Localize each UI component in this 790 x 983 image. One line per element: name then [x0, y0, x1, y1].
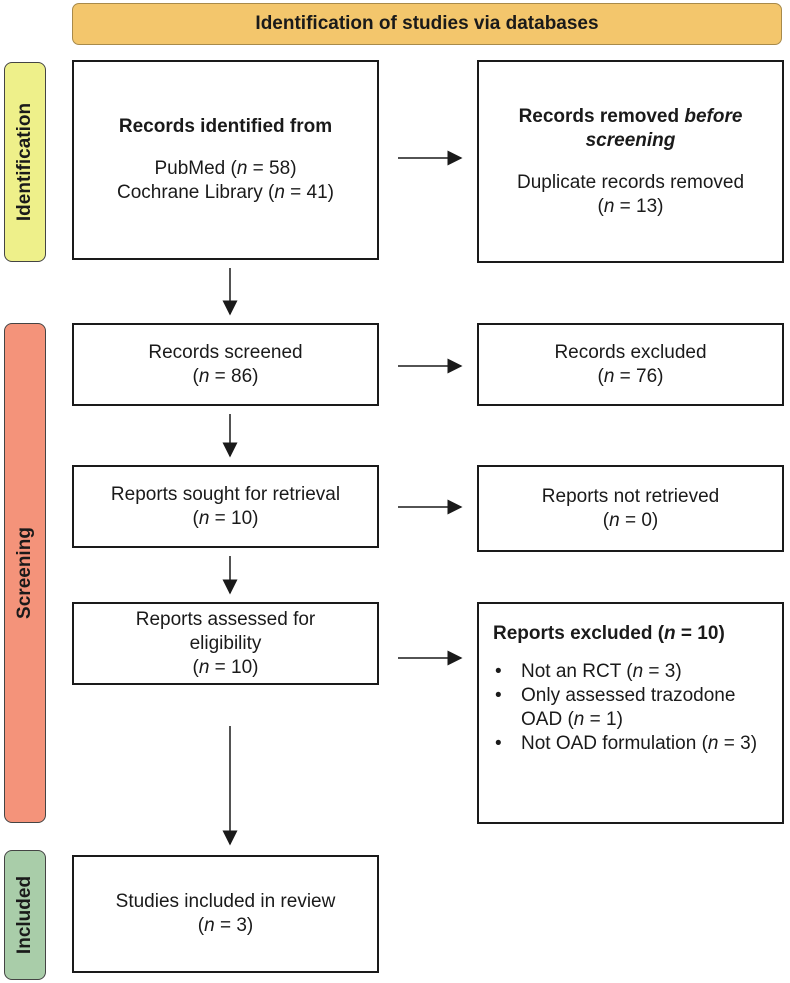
- records-removed-title: Records removed before screening: [518, 105, 743, 151]
- records-identified-box: Records identified from PubMed (n = 58) …: [72, 60, 379, 260]
- header-banner: Identification of studies via databases: [72, 3, 782, 45]
- reports-assessed-count: (n = 10): [192, 656, 259, 678]
- stage-included-label: Included: [14, 875, 35, 955]
- studies-included-count: (n = 3): [197, 915, 254, 936]
- stage-screening-label: Screening: [14, 527, 35, 619]
- records-screened-label: Records screened: [148, 341, 303, 363]
- source-pubmed: PubMed (n = 58): [154, 158, 297, 179]
- studies-included-box: Studies included in review (n = 3): [72, 855, 379, 973]
- exclusion-reason: Only assessed trazodone OAD (n = 1): [493, 684, 761, 732]
- reports-assessed-box: Reports assessed for eligibility (n = 10…: [72, 602, 379, 685]
- reports-not-retrieved-count: (n = 0): [602, 509, 659, 531]
- reports-sought-label: Reports sought for retrieval: [110, 483, 341, 505]
- reports-excluded-box: Reports excluded (n = 10) Not an RCT (n …: [477, 602, 784, 824]
- records-screened-box: Records screened (n = 86): [72, 323, 379, 406]
- exclusion-reason: Not an RCT (n = 3): [493, 660, 761, 684]
- duplicate-records-count: (n = 13): [597, 195, 664, 217]
- source-cochrane: Cochrane Library (n = 41): [116, 182, 335, 203]
- stage-identification: Identification: [4, 62, 46, 262]
- records-identified-title: Records identified from: [118, 116, 333, 137]
- reports-sought-count: (n = 10): [192, 507, 259, 529]
- stage-identification-label: Identification: [14, 102, 35, 222]
- studies-included-label: Studies included in review: [115, 891, 336, 912]
- stage-screening: Screening: [4, 323, 46, 823]
- reports-assessed-label: Reports assessed for eligibility: [135, 608, 316, 654]
- reports-not-retrieved-label: Reports not retrieved: [541, 485, 720, 507]
- header-title: Identification of studies via databases: [255, 13, 599, 34]
- records-excluded-label: Records excluded: [554, 341, 707, 363]
- records-screened-count: (n = 86): [192, 365, 259, 387]
- reports-excluded-title: Reports excluded (n = 10): [493, 623, 725, 644]
- records-excluded-box: Records excluded (n = 76): [477, 323, 784, 406]
- reports-sought-box: Reports sought for retrieval (n = 10): [72, 465, 379, 548]
- exclusion-reasons-list: Not an RCT (n = 3) Only assessed trazodo…: [493, 660, 761, 756]
- duplicate-records-label: Duplicate records removed: [516, 171, 745, 193]
- exclusion-reason: Not OAD formulation (n = 3): [493, 732, 761, 756]
- reports-not-retrieved-box: Reports not retrieved (n = 0): [477, 465, 784, 552]
- records-removed-box: Records removed before screening Duplica…: [477, 60, 784, 263]
- records-excluded-count: (n = 76): [597, 365, 664, 387]
- stage-included: Included: [4, 850, 46, 980]
